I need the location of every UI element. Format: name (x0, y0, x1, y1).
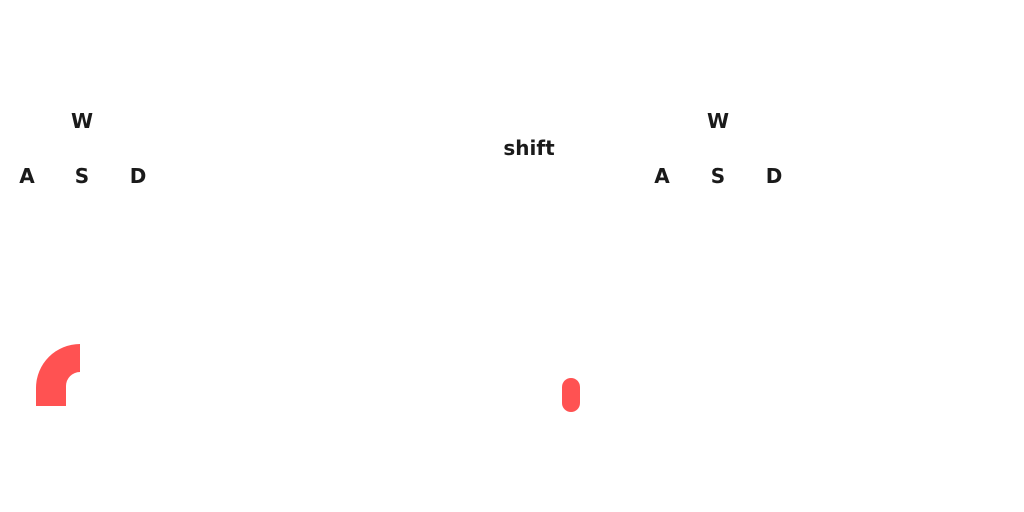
left-key-s: S (74, 164, 90, 188)
right-key-a: A (654, 164, 670, 188)
left-key-d: D (129, 164, 147, 188)
right-key-d: D (765, 164, 783, 188)
arc-game-piece (36, 344, 80, 406)
left-key-w: W (70, 109, 94, 133)
arc-piece-shape (36, 344, 80, 406)
shift-key-label: shift (503, 136, 555, 160)
left-key-a: A (19, 164, 35, 188)
right-key-w: W (706, 109, 730, 133)
right-key-s: S (710, 164, 726, 188)
pill-game-piece (562, 378, 580, 412)
